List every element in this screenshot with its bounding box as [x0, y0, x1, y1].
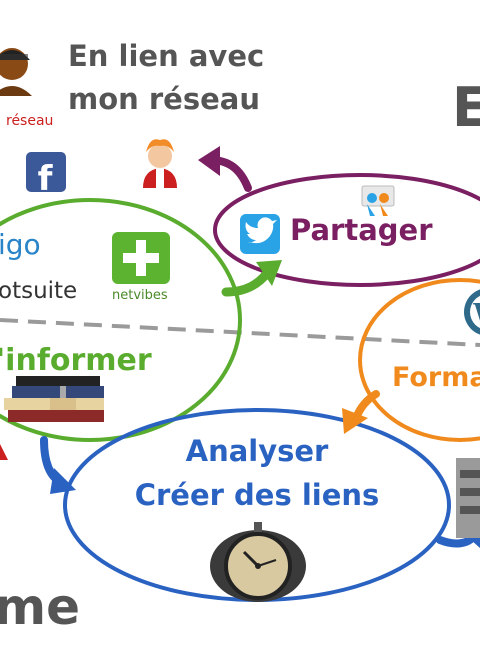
inform-ellipse: [0, 198, 242, 442]
twitter-icon: [240, 214, 280, 254]
arrow-format-to-analyze: [352, 390, 380, 422]
photo-fragment: [456, 458, 480, 538]
inform-label: 'informer: [0, 343, 152, 378]
format-ellipse: [358, 278, 480, 442]
bottom-left-word: me: [0, 578, 80, 636]
hootsuite-fragment: otsuite: [0, 278, 77, 304]
netvibes-icon: [112, 232, 170, 284]
diigo-fragment: igo: [0, 228, 41, 261]
books-icon: [4, 376, 104, 422]
format-label: Forma: [392, 362, 480, 393]
arrow-head-blue-left: [50, 468, 76, 494]
analyze-line2: Créer des liens: [135, 478, 380, 512]
network-label: réseau: [6, 113, 53, 129]
arrow-head-green: [256, 260, 282, 286]
person-icon-red: [143, 139, 177, 188]
top-right-letter: E: [452, 76, 480, 139]
wordpress-icon: W: [464, 289, 480, 335]
share-ellipse: [213, 173, 480, 287]
svg-text:W: W: [472, 299, 480, 329]
netvibes-label: netvibes: [112, 288, 168, 303]
red-arrow-fragment: [0, 444, 8, 460]
analyze-line1: Analyser: [186, 434, 329, 468]
slideshare-icon: [361, 185, 395, 216]
clock-icon: [210, 522, 306, 602]
network-heading-line2: mon réseau: [68, 82, 260, 116]
arrow-head-orange: [342, 408, 368, 434]
arrow-head-purple: [198, 146, 220, 176]
person-icon-dark: [0, 48, 32, 96]
share-label: Partager: [290, 213, 433, 247]
facebook-icon: f: [26, 152, 66, 199]
svg-text:f: f: [38, 159, 54, 199]
network-heading-line1: En lien avec: [68, 39, 264, 73]
